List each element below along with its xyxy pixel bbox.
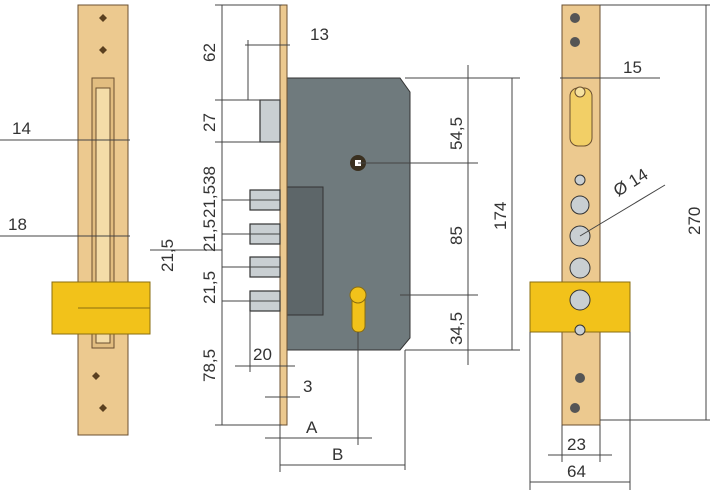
left-side-view: 14 18 — [0, 4, 151, 436]
screw-icons — [92, 14, 107, 412]
dim-34-5: 34,5 — [447, 312, 466, 345]
latch — [259, 99, 281, 143]
dim-54-5: 54,5 — [447, 117, 466, 150]
right-faceplate — [561, 4, 601, 426]
dim-21-5-b: 21,5 — [200, 219, 219, 252]
dim-diameter-14: Ø 14 — [610, 165, 651, 201]
dim-18: 18 — [8, 215, 27, 234]
center-faceplate — [279, 4, 288, 426]
dim-21-5-c: 21,5 — [200, 271, 219, 304]
deadbolts — [249, 189, 281, 312]
dim-b: B — [332, 445, 343, 464]
dim-14: 14 — [12, 119, 31, 138]
dim-270: 270 — [685, 207, 704, 235]
dim-15: 15 — [623, 58, 642, 77]
dim-85: 85 — [447, 226, 466, 245]
right-screw-icons — [570, 13, 585, 413]
center-front-view: 62 27 38 21,5 21,5 21,5 21,5 78,5 13 20 … — [150, 4, 520, 472]
dim-13: 13 — [310, 25, 329, 44]
dim-174: 174 — [491, 202, 510, 230]
dim-27: 27 — [200, 113, 219, 132]
dim-21-5-left: 21,5 — [158, 239, 177, 272]
dim-62: 62 — [200, 43, 219, 62]
dim-20: 20 — [253, 345, 272, 364]
dim-a: A — [306, 418, 318, 437]
bolt-housing — [286, 186, 324, 316]
dim-21-5-a: 21,5 — [200, 185, 219, 218]
right-side-view: 270 15 Ø 14 23 64 — [529, 4, 710, 490]
dim-38: 38 — [200, 166, 219, 185]
dim-3: 3 — [303, 377, 312, 396]
dim-23: 23 — [567, 435, 586, 454]
dim-64: 64 — [567, 462, 586, 481]
dim-78-5: 78,5 — [200, 349, 219, 382]
